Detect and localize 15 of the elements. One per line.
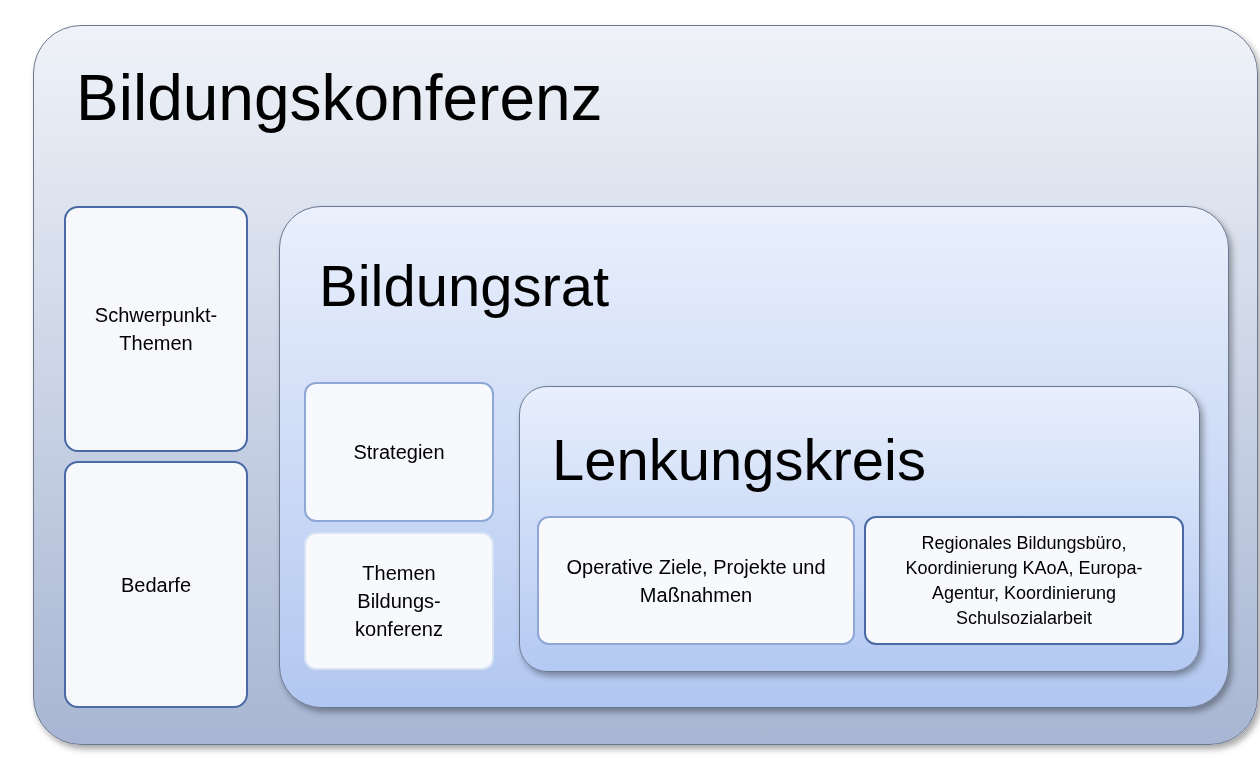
box-label: Themen Bildungs-konferenz [354, 561, 444, 642]
group-panel [33, 25, 1258, 745]
text-box [64, 206, 248, 452]
group-panel [279, 206, 1229, 708]
box-label: Bedarfe [120, 572, 192, 598]
box-label: Strategien [353, 440, 445, 465]
text-box [304, 532, 494, 670]
group-panel [519, 386, 1200, 672]
box-label: Operative Ziele, Projekte und Maßnahmen [565, 554, 827, 608]
text-box [537, 516, 855, 645]
box-label: Regionales Bildungsbüro, Koordinierung KAoA, Europa-Agentur, Koordinierung Schulsozialarbeit [904, 531, 1144, 630]
text-box [864, 516, 1184, 645]
text-box [64, 461, 248, 708]
text-box [304, 382, 494, 522]
box-label: Schwerpunkt-Themen [93, 303, 219, 356]
